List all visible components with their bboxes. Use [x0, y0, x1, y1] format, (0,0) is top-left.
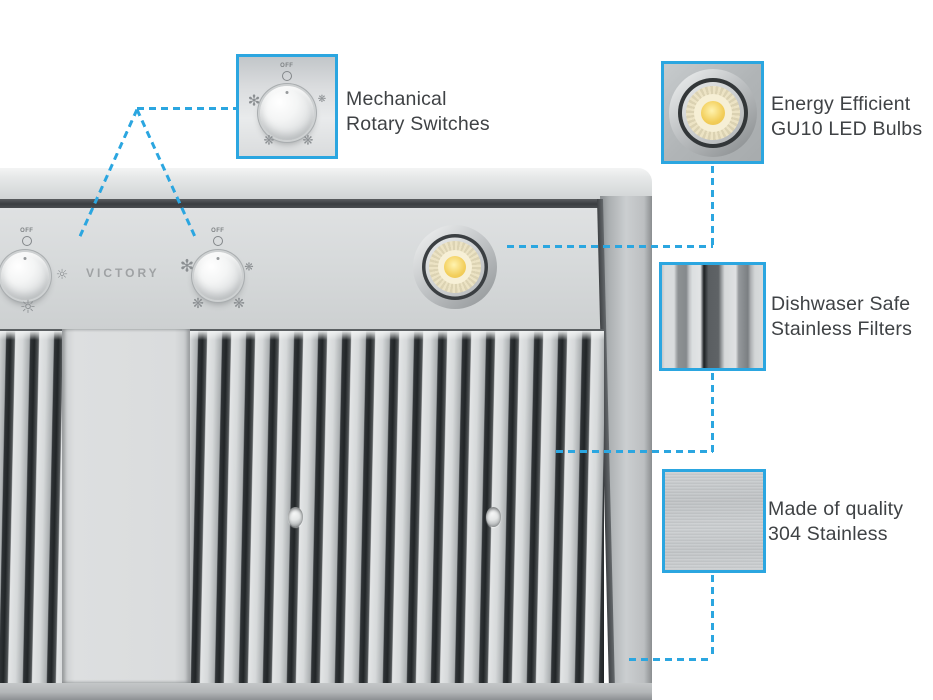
off-label: OFF: [280, 62, 294, 69]
label-line: Energy Efficient: [771, 93, 911, 115]
callout-knob-off-marker: OFF: [272, 62, 302, 81]
left-knob-off-marker: OFF: [12, 227, 42, 246]
brushed-texture: [665, 472, 763, 570]
light-bulb-icon: ☼: [19, 297, 37, 318]
label-line: Stainless Filters: [771, 317, 913, 340]
leader-line-stainless-horizontal: [629, 658, 713, 661]
label-line: Mechanical: [346, 88, 447, 110]
callout-label-led-bulbs: Energy Efficient GU10 LED Bulbs: [771, 92, 922, 141]
label-line: GU10 LED Bulbs: [771, 117, 923, 140]
hood-control-panel: [0, 208, 600, 329]
dim-light-icon: ☼: [55, 267, 69, 283]
label-line: Made of quality: [768, 498, 904, 520]
callout-label-stainless-filters: Dishwaser Safe Stainless Filters: [771, 292, 912, 341]
leader-line-filter-vertical: [711, 373, 714, 452]
callout-thumb-baffle-filter: [659, 262, 766, 371]
label-line: Rotary Switches: [346, 112, 490, 135]
led-glow-core: [444, 256, 466, 278]
led-light: [413, 225, 497, 309]
knob-indicator-dot: [285, 91, 289, 94]
fan-speed-icon: ❋: [263, 133, 275, 149]
fan-boost-icon: ✻: [247, 91, 261, 110]
filter-top-rail: [0, 331, 604, 340]
victory-logo: VICTORY: [86, 266, 160, 280]
filter-handle: [486, 507, 501, 527]
leader-line-led-vertical: [711, 166, 714, 246]
range-hood-photo: OFF ☼ ☼ VICTORY OFF ✻ ❋ ❋ ❋: [0, 168, 652, 700]
callout-label-rotary-switches: Mechanical Rotary Switches: [346, 87, 490, 136]
filter-handle: [288, 507, 303, 527]
callout-thumb-304-stainless: [662, 469, 766, 573]
knob-indicator-dot: [23, 257, 27, 260]
knob-indicator-dot: [216, 257, 220, 260]
fan-boost-icon: ✻: [179, 256, 195, 277]
off-label: OFF: [20, 227, 34, 234]
filter-blank-panel: [62, 329, 190, 683]
label-line: Dishwaser Safe: [771, 293, 911, 315]
callout-thumb-led-bulb: [661, 61, 764, 164]
fan-speed-icon: ❋: [317, 94, 327, 105]
callout-label-304-stainless: Made of quality 304 Stainless: [768, 497, 903, 546]
fan-speed-icon: ❋: [244, 260, 254, 274]
off-indicator-ring: [22, 236, 32, 246]
fan-speed-icon: ❋: [192, 296, 204, 312]
label-line: 304 Stainless: [768, 522, 888, 545]
led-glow-core: [700, 100, 725, 125]
left-rotary-knob-light: [1, 252, 49, 300]
off-indicator-ring: [282, 71, 292, 81]
off-indicator-ring: [213, 236, 223, 246]
right-knob-off-marker: OFF: [203, 227, 233, 246]
fan-speed-icon: ❋: [302, 133, 314, 149]
right-rotary-knob-fan: [194, 252, 242, 300]
off-label: OFF: [211, 227, 225, 234]
leader-line-filter-horizontal: [556, 450, 713, 453]
hood-top-groove: [0, 199, 601, 208]
fan-speed-icon: ❋: [233, 296, 245, 312]
leader-line-stainless-vertical: [711, 575, 714, 659]
leader-line-rotary-horizontal: [137, 107, 238, 110]
callout-thumb-rotary-switch: OFF ✻ ❋ ❋ ❋: [236, 54, 338, 159]
leader-line-led-horizontal: [507, 245, 713, 248]
callout-rotary-knob: [260, 86, 314, 140]
baffle-filter-area: [0, 329, 604, 683]
hood-bottom-trim: [0, 683, 652, 700]
